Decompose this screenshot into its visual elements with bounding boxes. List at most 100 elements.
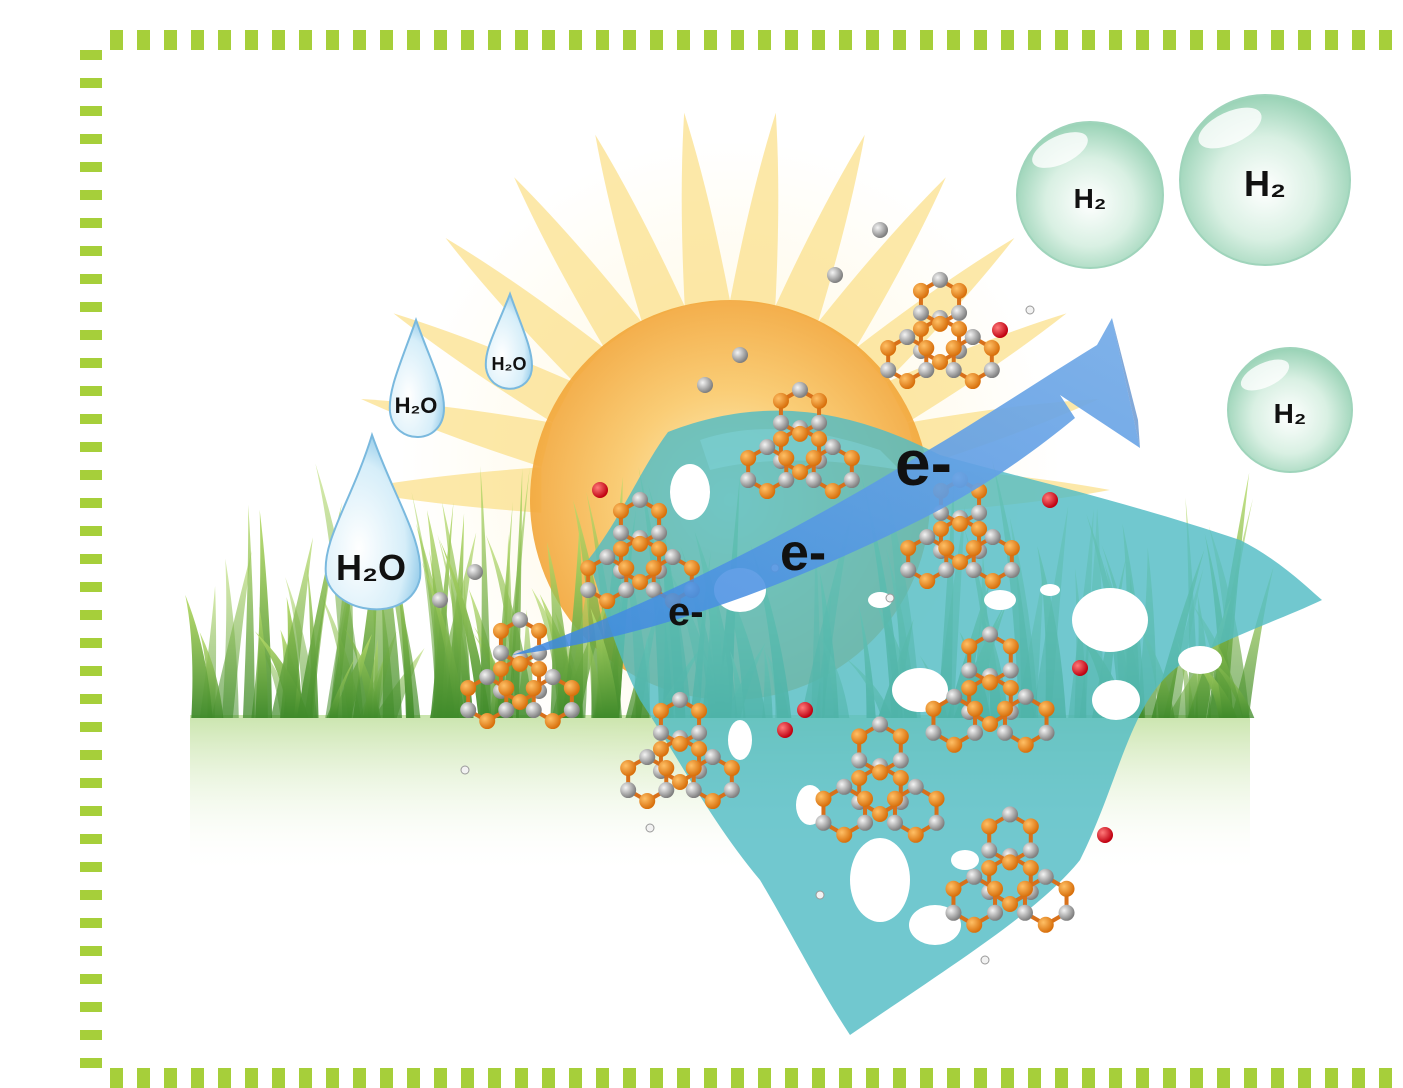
grass-blade — [584, 628, 604, 718]
atom — [815, 890, 825, 900]
atom — [792, 425, 808, 442]
atom — [885, 593, 895, 603]
atom — [951, 321, 968, 337]
atom — [1022, 860, 1039, 876]
atom — [851, 728, 868, 745]
atom — [1016, 880, 1033, 897]
atom — [836, 778, 853, 795]
grass-blade — [185, 594, 213, 718]
atom — [938, 562, 955, 579]
atom — [498, 680, 515, 697]
atom — [460, 680, 477, 697]
sun-ray — [350, 467, 542, 513]
atom — [479, 713, 496, 730]
atom — [987, 880, 1004, 897]
grass-blade — [242, 504, 255, 718]
atom — [1037, 916, 1054, 933]
atom — [827, 267, 843, 283]
atom — [912, 304, 929, 321]
atom — [651, 502, 668, 519]
atom — [899, 329, 916, 346]
droplet-label: H₂O — [336, 547, 406, 588]
atom — [971, 521, 988, 537]
atom — [918, 340, 935, 357]
atom — [872, 806, 888, 822]
atom — [652, 741, 669, 757]
bubble-label: H₂ — [1244, 163, 1286, 204]
atom — [632, 574, 648, 590]
droplet-label: H₂O — [395, 393, 438, 418]
hydrogen-bubbles: H₂ H₂ H₂ — [1016, 94, 1353, 473]
atom — [512, 694, 528, 710]
atom — [1038, 724, 1055, 741]
grass-blade — [437, 534, 474, 718]
atom — [982, 716, 998, 732]
atom — [951, 282, 968, 299]
atom — [805, 450, 822, 467]
atom — [525, 702, 542, 719]
atom — [996, 700, 1013, 717]
atom — [932, 354, 948, 370]
atom — [886, 814, 903, 831]
atom — [824, 439, 841, 456]
atom — [964, 329, 981, 346]
sun-ray — [393, 313, 574, 423]
bubble-label: H₂ — [1074, 183, 1107, 214]
atom — [683, 560, 700, 577]
atom — [811, 431, 828, 447]
atom — [1002, 662, 1019, 679]
atom — [880, 362, 897, 379]
atom — [685, 782, 702, 799]
atom — [580, 582, 597, 599]
atom — [872, 764, 888, 781]
grass-blade — [480, 465, 491, 718]
atom — [672, 735, 688, 752]
atom — [1022, 818, 1039, 835]
grass-blade — [444, 513, 465, 718]
atom — [544, 713, 561, 730]
atom — [772, 414, 789, 431]
atom — [658, 760, 675, 777]
sun-ray — [886, 313, 1067, 423]
atom — [984, 529, 1001, 546]
atom — [797, 702, 813, 718]
atom — [925, 724, 942, 741]
atom — [945, 362, 962, 379]
grass-blade — [199, 632, 224, 718]
atom — [580, 560, 597, 577]
atom — [492, 661, 509, 677]
atom — [544, 669, 561, 686]
atom — [1072, 660, 1088, 676]
atom — [512, 611, 528, 628]
atom — [983, 362, 1000, 379]
atom — [792, 381, 808, 398]
atom — [965, 562, 982, 579]
atom — [1017, 736, 1034, 753]
atom — [1002, 854, 1018, 871]
atom — [691, 741, 708, 757]
atom — [872, 222, 888, 238]
sun-ray — [595, 134, 685, 322]
atom — [815, 790, 832, 807]
atom — [732, 347, 748, 363]
hydrogen-bubble-icon: H₂ — [1227, 347, 1353, 473]
atom — [645, 582, 662, 599]
atom — [772, 431, 789, 447]
atom — [778, 450, 795, 467]
atom — [1058, 904, 1075, 921]
atom — [961, 680, 978, 696]
atom — [961, 662, 978, 679]
atom — [645, 823, 655, 833]
electron-label: e- — [895, 427, 952, 499]
atom — [912, 282, 929, 299]
atom — [811, 414, 828, 431]
atom — [919, 573, 936, 590]
atom — [498, 702, 515, 719]
grass-blade — [439, 539, 491, 718]
sun-ray — [445, 238, 604, 382]
atom — [925, 700, 942, 717]
atom — [740, 472, 757, 489]
atom — [691, 724, 708, 741]
atom — [892, 752, 909, 769]
grass-blade — [222, 558, 239, 718]
